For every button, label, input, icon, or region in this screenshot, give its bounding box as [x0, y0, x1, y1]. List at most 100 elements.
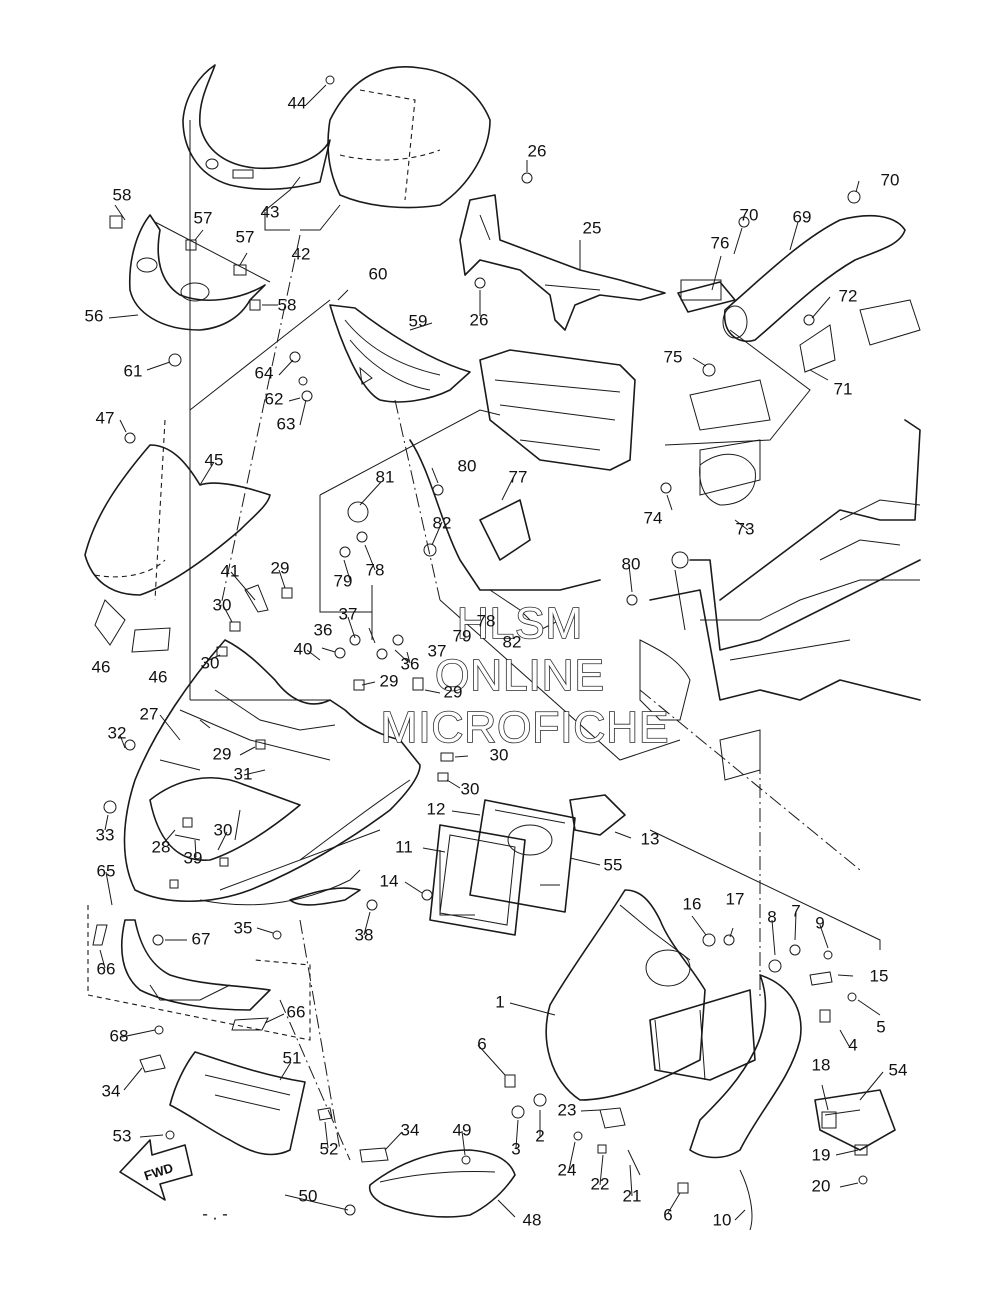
callout-78b: 78: [477, 611, 496, 630]
callout-7: 7: [791, 901, 800, 920]
callout-18: 18: [812, 1055, 831, 1074]
callout-34b: 34: [401, 1120, 420, 1139]
callout-30c: 30: [490, 745, 509, 764]
callout-10: 10: [713, 1210, 732, 1229]
callout-55: 55: [604, 855, 623, 874]
callout-43: 43: [261, 202, 280, 221]
callout-65: 65: [97, 861, 116, 880]
callout-29b: 29: [380, 671, 399, 690]
callout-64: 64: [255, 363, 274, 382]
callout-29a: 29: [271, 558, 290, 577]
callout-12: 12: [427, 799, 446, 818]
callout-70a: 70: [881, 170, 900, 189]
callout-79a: 79: [334, 571, 353, 590]
callout-34a: 34: [102, 1081, 121, 1100]
callout-45: 45: [205, 450, 224, 469]
callout-57a: 57: [194, 208, 213, 227]
callout-23: 23: [558, 1100, 577, 1119]
callout-60: 60: [369, 264, 388, 283]
callout-35: 35: [234, 918, 253, 937]
callout-39: 39: [184, 848, 203, 867]
callout-37b: 37: [428, 641, 447, 660]
callout-59: 59: [409, 311, 428, 330]
callout-58a: 58: [113, 185, 132, 204]
callout-3: 3: [511, 1139, 520, 1158]
callout-6a: 6: [477, 1034, 486, 1053]
callout-26b: 26: [470, 310, 489, 329]
lower-front-65: [87, 905, 311, 1041]
callout-82b: 82: [503, 632, 522, 651]
callout-41: 41: [221, 561, 240, 580]
callout-28: 28: [152, 837, 171, 856]
front-cowl-45: [84, 419, 271, 653]
side-cover-1: [545, 889, 802, 1231]
callout-63: 63: [277, 414, 296, 433]
callout-2: 2: [535, 1126, 544, 1145]
callout-74: 74: [644, 508, 663, 527]
frame: [639, 299, 921, 781]
callout-30e: 30: [214, 820, 233, 839]
callout-27: 27: [140, 704, 159, 723]
callout-81: 81: [376, 467, 395, 486]
callout-53: 53: [113, 1126, 132, 1145]
callout-leaders: [99, 84, 884, 1221]
callout-47: 47: [96, 408, 115, 427]
handle-cover-69: [677, 214, 906, 342]
page-mark: - . -: [202, 1204, 228, 1223]
callout-31: 31: [234, 764, 253, 783]
callout-16: 16: [683, 894, 702, 913]
callout-14: 14: [380, 871, 399, 890]
callout-15: 15: [870, 966, 889, 985]
callout-46a: 46: [92, 657, 111, 676]
watermark: HLSM ONLINE MICROFICHE: [380, 598, 670, 753]
front-body-27: [123, 639, 421, 906]
callout-20: 20: [812, 1176, 831, 1195]
callout-66b: 66: [287, 1002, 306, 1021]
callout-30b: 30: [201, 653, 220, 672]
callout-49: 49: [453, 1120, 472, 1139]
callout-21: 21: [623, 1186, 642, 1205]
callout-82a: 82: [433, 513, 452, 532]
callout-29d: 29: [213, 744, 232, 763]
callout-17: 17: [726, 889, 745, 908]
callout-4: 4: [848, 1035, 857, 1054]
callout-26a: 26: [528, 141, 547, 160]
callout-6b: 6: [663, 1205, 672, 1224]
callout-32: 32: [108, 723, 127, 742]
watermark-line-1: HLSM: [457, 599, 583, 648]
callout-80b: 80: [622, 554, 641, 573]
callout-56: 56: [85, 306, 104, 325]
callout-72: 72: [839, 286, 858, 305]
callout-66a: 66: [97, 959, 116, 978]
fwd-label: FWD: [142, 1160, 175, 1183]
bracket-25: [459, 194, 666, 331]
callout-48: 48: [523, 1210, 542, 1229]
watermark-line-3: MICROFICHE: [381, 703, 670, 752]
callout-71: 71: [834, 379, 853, 398]
cover-48: [368, 1149, 516, 1218]
callout-50: 50: [299, 1186, 318, 1205]
callout-24: 24: [558, 1160, 577, 1179]
callout-19: 19: [812, 1145, 831, 1164]
callout-numbers: 44 43 42 58 57 57 58 56 61 60 59 64 62 6…: [85, 93, 908, 1229]
callout-36b: 36: [401, 654, 420, 673]
callout-61: 61: [124, 361, 143, 380]
callout-30a: 30: [213, 595, 232, 614]
callout-68: 68: [110, 1026, 129, 1045]
reference-lines: [189, 120, 881, 1161]
callout-44: 44: [288, 93, 307, 112]
callout-42: 42: [292, 244, 311, 263]
callout-62: 62: [265, 389, 284, 408]
callout-52: 52: [320, 1139, 339, 1158]
callout-11: 11: [395, 837, 413, 856]
inner-panel-56: [128, 214, 271, 331]
callout-46b: 46: [149, 667, 168, 686]
callout-57b: 57: [236, 227, 255, 246]
callout-76: 76: [711, 233, 730, 252]
windscreen-43: [182, 64, 491, 209]
panel-18: [814, 1089, 896, 1151]
callout-40: 40: [294, 639, 313, 658]
callout-1: 1: [495, 992, 504, 1011]
callout-36a: 36: [314, 620, 333, 639]
